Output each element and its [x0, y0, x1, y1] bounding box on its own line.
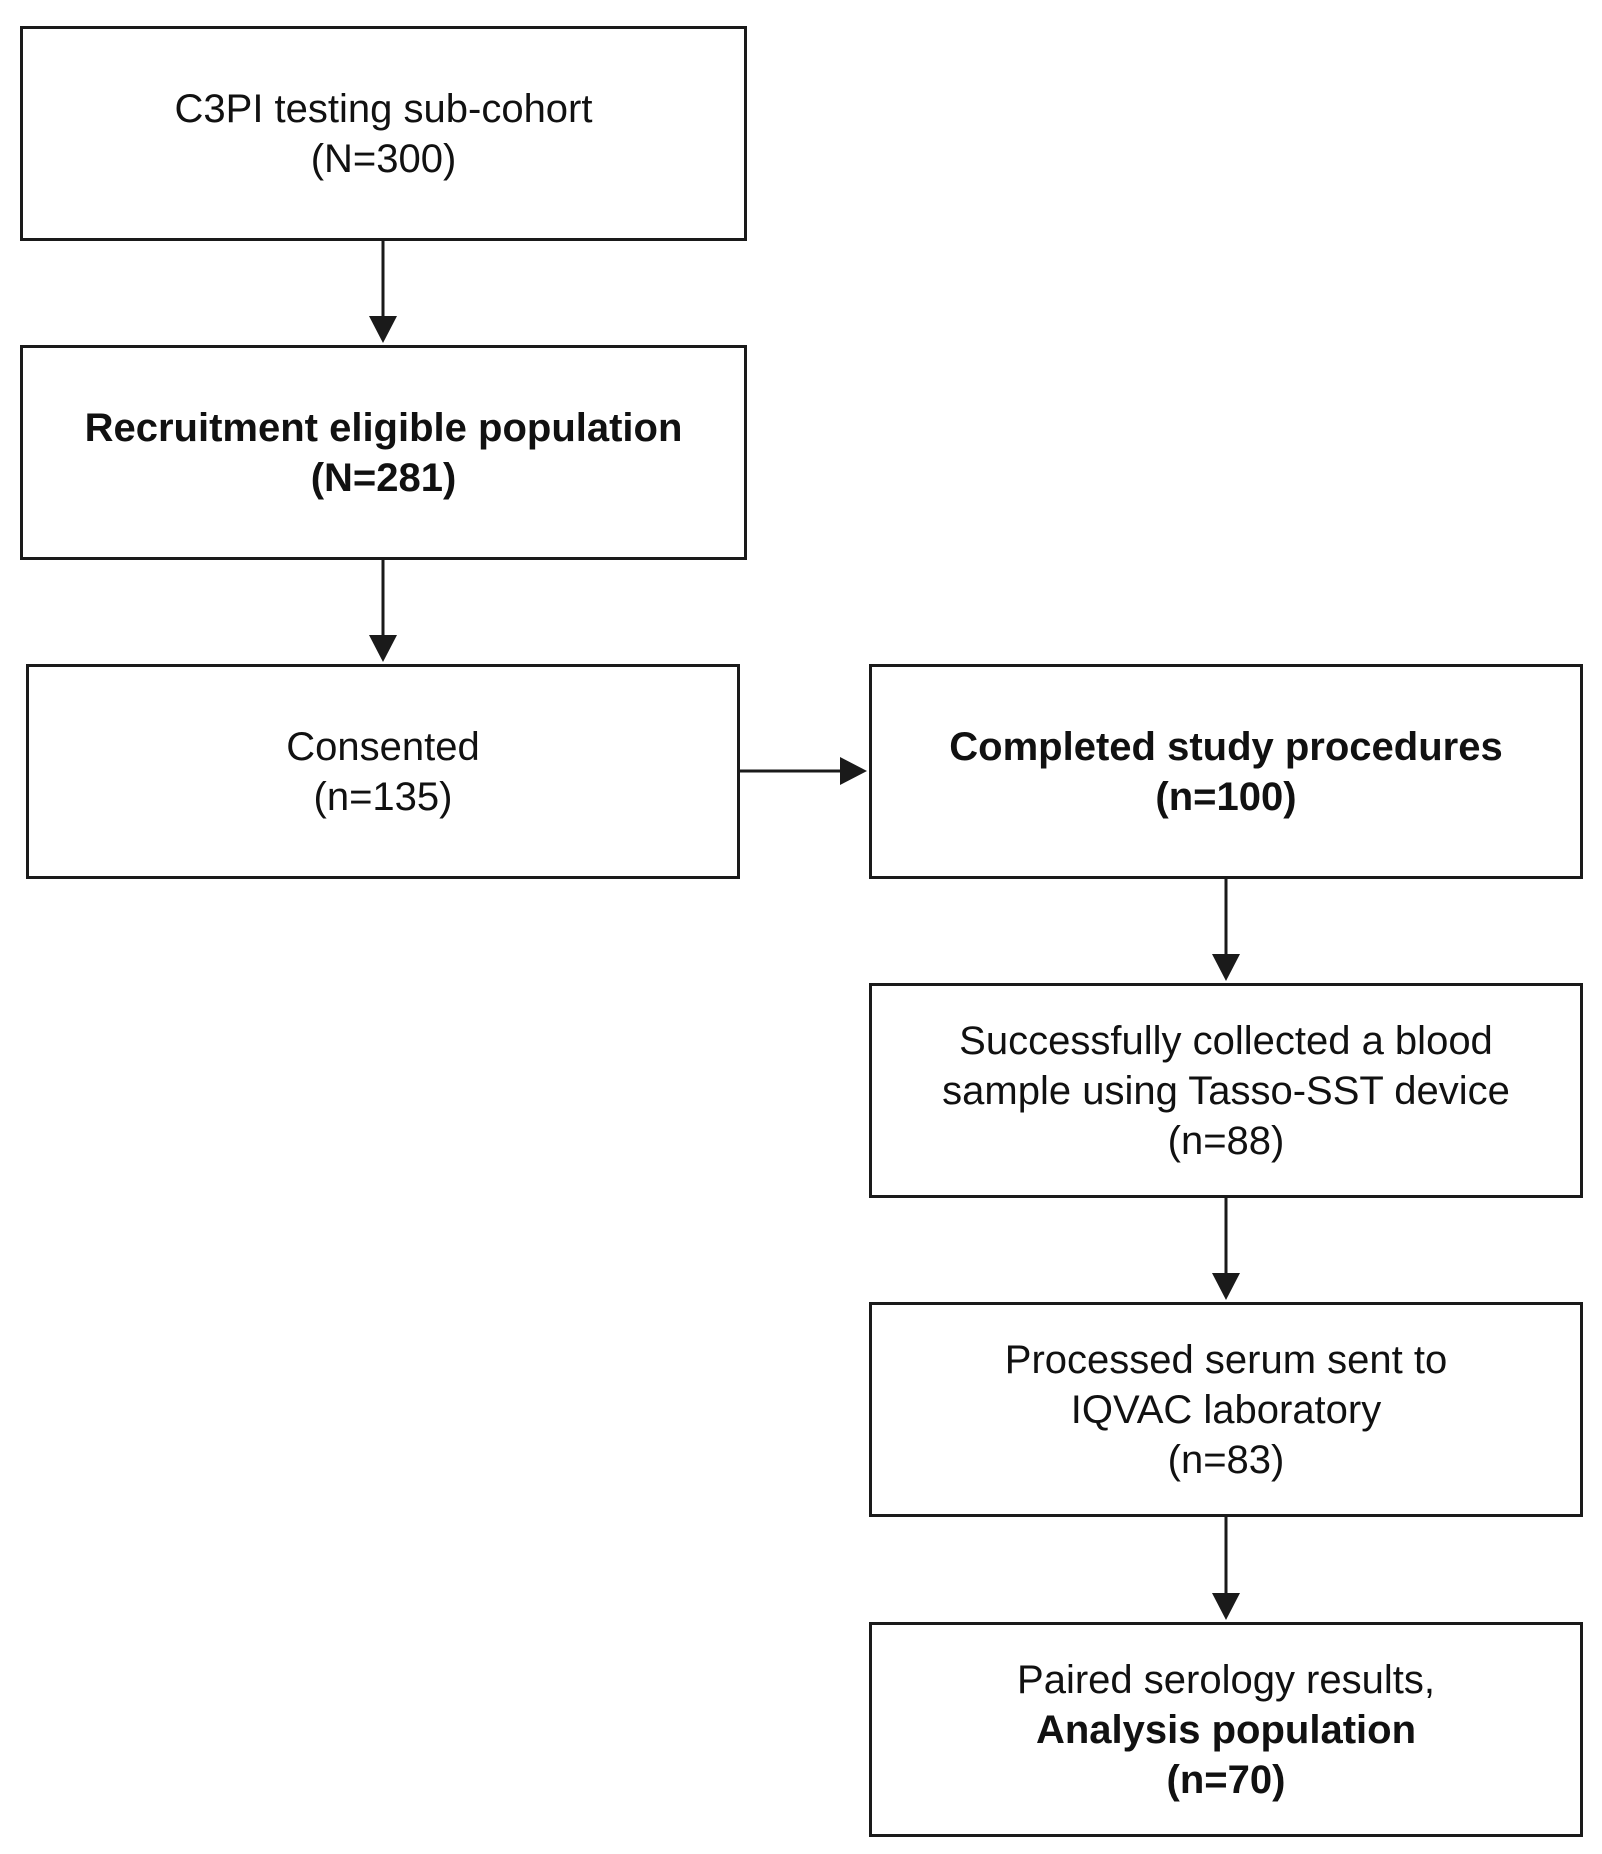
node-completed-procedures-count: (n=100) [1155, 774, 1297, 819]
node-serum-sent-line2: IQVAC laboratory [1070, 1387, 1382, 1432]
node-analysis-population-line2: Analysis population [1035, 1707, 1417, 1752]
node-testing-subcohort: C3PI testing sub-cohort (N=300) [20, 26, 747, 241]
arrowhead-blood-to-serum [1212, 1273, 1240, 1300]
node-analysis-population-count: (n=70) [1166, 1757, 1286, 1802]
node-testing-subcohort-count: (N=300) [310, 136, 457, 181]
node-testing-subcohort-title: C3PI testing sub-cohort [174, 86, 593, 131]
node-consented-count: (n=135) [313, 774, 453, 819]
node-recruitment-eligible: Recruitment eligible population (N=281) [20, 345, 747, 560]
node-blood-sample-line2: sample using Tasso-SST device [942, 1068, 1510, 1113]
arrowhead-completed-to-blood [1212, 954, 1240, 981]
node-serum-sent-count: (n=83) [1167, 1437, 1285, 1482]
arrowhead-consented-to-completed [840, 757, 867, 785]
arrowhead-serum-to-analysis [1212, 1593, 1240, 1620]
arrowhead-subcohort-to-eligible [369, 316, 397, 343]
node-completed-procedures: Completed study procedures (n=100) [869, 664, 1583, 879]
node-recruitment-eligible-count: (N=281) [310, 455, 457, 500]
node-analysis-population-line1: Paired serology results, [1017, 1657, 1435, 1702]
node-serum-sent-line1: Processed serum sent to [1004, 1337, 1448, 1382]
node-analysis-population: Paired serology results, Analysis popula… [869, 1622, 1583, 1837]
node-recruitment-eligible-title: Recruitment eligible population [84, 405, 683, 450]
node-consented-title: Consented [286, 724, 480, 769]
node-blood-sample: Successfully collected a blood sample us… [869, 983, 1583, 1198]
node-serum-sent: Processed serum sent to IQVAC laboratory… [869, 1302, 1583, 1517]
node-blood-sample-line1: Successfully collected a blood [959, 1018, 1493, 1063]
node-blood-sample-count: (n=88) [1167, 1118, 1285, 1163]
node-consented: Consented (n=135) [26, 664, 740, 879]
node-completed-procedures-title: Completed study procedures [949, 724, 1503, 769]
arrowhead-eligible-to-consented [369, 635, 397, 662]
